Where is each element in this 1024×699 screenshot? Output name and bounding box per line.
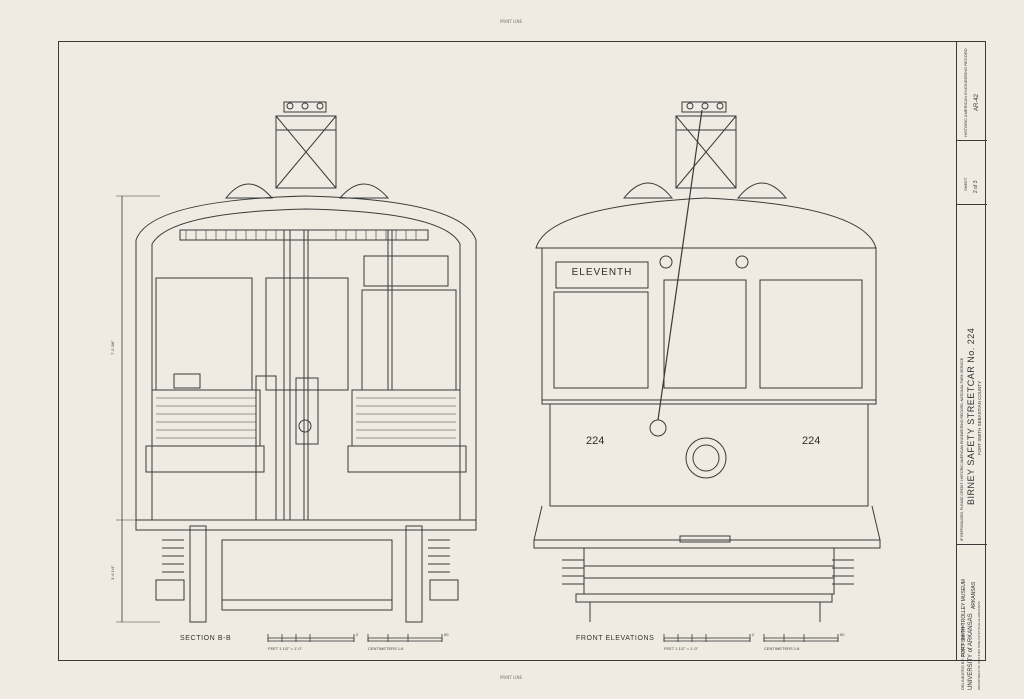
section-truck-frame <box>221 539 393 611</box>
section-vent-dome-right <box>338 183 390 199</box>
record-number: AR-42 <box>974 93 980 111</box>
front-dash-panel <box>549 403 869 507</box>
delineator: DELINEATED BY: BURT E. PALOSKI <box>960 623 965 690</box>
section-trolley-base <box>283 101 327 113</box>
section-fare-box <box>295 377 319 445</box>
section-view <box>116 101 477 623</box>
front-vent-dome-left <box>622 182 674 199</box>
survey-note: IF REPRODUCED, PLEASE CREDIT: HISTORIC A… <box>960 357 964 541</box>
university-department: DEPARTMENT OF ARCHITECTURE FAYETTEVILLE … <box>977 601 981 690</box>
front-apron <box>533 505 881 541</box>
university-name: UNIVERSITY of ARKANSAS <box>968 613 974 690</box>
section-spring-right <box>428 539 450 573</box>
front-window-center <box>663 279 747 389</box>
drawing-frame <box>58 41 986 661</box>
front-trolley-base <box>681 101 727 113</box>
section-vent-dome-left <box>224 183 274 199</box>
front-window-right <box>759 279 863 389</box>
car-number-right: 224 <box>802 435 820 447</box>
scale-bars <box>267 634 839 642</box>
front-spring-left <box>562 559 584 585</box>
section-wheel-right <box>405 525 423 623</box>
scale-feet-label-left: FEET 1 1/2" = 1'-0" <box>268 646 303 651</box>
front-headlight <box>685 437 727 479</box>
dimension-lower-text: 3'-6 1/4" <box>110 565 115 580</box>
front-trolley-pole <box>657 109 703 421</box>
drawing-location: FORT SMITH SEBASTIAN COUNTY <box>977 380 982 455</box>
bottom-print-line-mark: PRINT LINE <box>500 675 523 680</box>
front-roof <box>535 197 877 249</box>
title-block: HISTORIC AMERICAN ENGINEERING RECORD AR-… <box>956 41 987 661</box>
section-caption: SECTION B-B <box>180 635 232 642</box>
section-window-right <box>361 289 457 391</box>
section-sign-box <box>363 255 449 287</box>
scale-cm-end-right: 50 <box>840 632 845 637</box>
sheet-label: SHEET <box>963 177 968 191</box>
section-window-left <box>155 277 253 391</box>
scale-feet-end-right: 2 <box>752 632 755 637</box>
section-window-center <box>265 277 349 391</box>
scale-feet-label-right: FEET 1 1/2" = 1'-0" <box>664 646 699 651</box>
car-number-left: 224 <box>586 435 604 447</box>
drawing-title: BIRNEY SAFETY STREETCAR No. 224 <box>966 327 976 505</box>
title-cell: IF REPRODUCED, PLEASE CREDIT: HISTORIC A… <box>957 205 987 545</box>
front-spring-right <box>832 559 854 585</box>
front-vent-dome-right <box>736 182 788 199</box>
front-window-left <box>553 291 649 389</box>
section-control-stand <box>255 375 277 521</box>
scale-feet-end-left: 2 <box>356 632 359 637</box>
section-seat-left <box>151 389 261 447</box>
front-trolley-tower <box>675 115 737 189</box>
record-name: HISTORIC AMERICAN ENGINEERING RECORD <box>963 48 968 137</box>
front-elevation-caption: FRONT ELEVATIONS <box>576 635 655 642</box>
sheet-number: 2 of 3 <box>973 180 979 193</box>
scale-cm-label-left: CENTIMETERS 1:8 <box>368 646 404 651</box>
front-view <box>533 101 881 622</box>
sheet-cell: SHEET 2 of 3 <box>957 141 987 205</box>
front-truck-frame <box>583 547 835 595</box>
front-destination-sign-box <box>555 261 649 289</box>
scale-cm-label-right: CENTIMETERS 1:8 <box>764 646 800 651</box>
scale-cm-end-left: 50 <box>444 632 449 637</box>
destination-sign-text: ELEVENTH <box>572 267 633 278</box>
section-wheel-left <box>189 525 207 623</box>
front-pole-hook <box>649 419 667 437</box>
section-trolley-tower <box>275 115 337 189</box>
top-print-line-mark: PRINT LINE <box>500 19 523 24</box>
section-spring-left <box>162 539 184 573</box>
record-id-cell: HISTORIC AMERICAN ENGINEERING RECORD AR-… <box>957 41 987 141</box>
dimension-upper-text: 7'-5 3/8" <box>110 340 115 355</box>
section-floor <box>135 519 477 531</box>
section-roof <box>135 195 477 241</box>
section-seat-right <box>351 389 461 447</box>
